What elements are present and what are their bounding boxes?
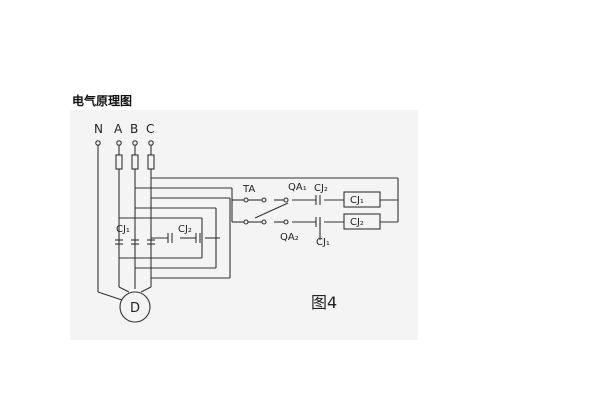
switch-qa2-label: QA₂ [280,232,299,243]
contactor-contacts [115,233,201,245]
control-contacts [243,195,321,227]
switch-ta-label: TA [242,184,255,195]
terminal-label-c: C [146,122,154,136]
terminal-label-a: A [114,122,123,136]
fuse-a [115,154,123,170]
coil-cj1-label: CJ₁ [350,195,364,206]
motor-circle [119,291,151,323]
figure-label: 图4 [311,293,337,312]
fuse-b [131,154,139,170]
contactor-cj2-label: CJ₂ [178,224,192,235]
contactor-cj1-wiring [119,197,231,279]
phase-lines [97,145,152,301]
switch-qa1-label: QA₁ [288,182,307,193]
terminal-label-n: N [94,122,103,136]
fuse-c [147,154,155,170]
diagram-panel [70,110,418,340]
contact-cj1-label: CJ₁ [316,237,330,248]
terminal-c [148,140,154,146]
terminal-label-b: B [130,122,138,136]
coil-cj1 [343,191,381,208]
diagram-title: 电气原理图 [72,94,133,108]
terminal-a [116,140,122,146]
contactor-cj1-label: CJ₁ [116,224,130,235]
coil-cj2-label: CJ₂ [350,217,364,228]
contact-cj2-label: CJ₂ [314,183,328,194]
control-circuit [135,177,399,240]
terminal-n [95,140,101,146]
terminal-b [132,140,138,146]
coil-cj2 [343,213,381,230]
motor-label: D [130,301,140,316]
